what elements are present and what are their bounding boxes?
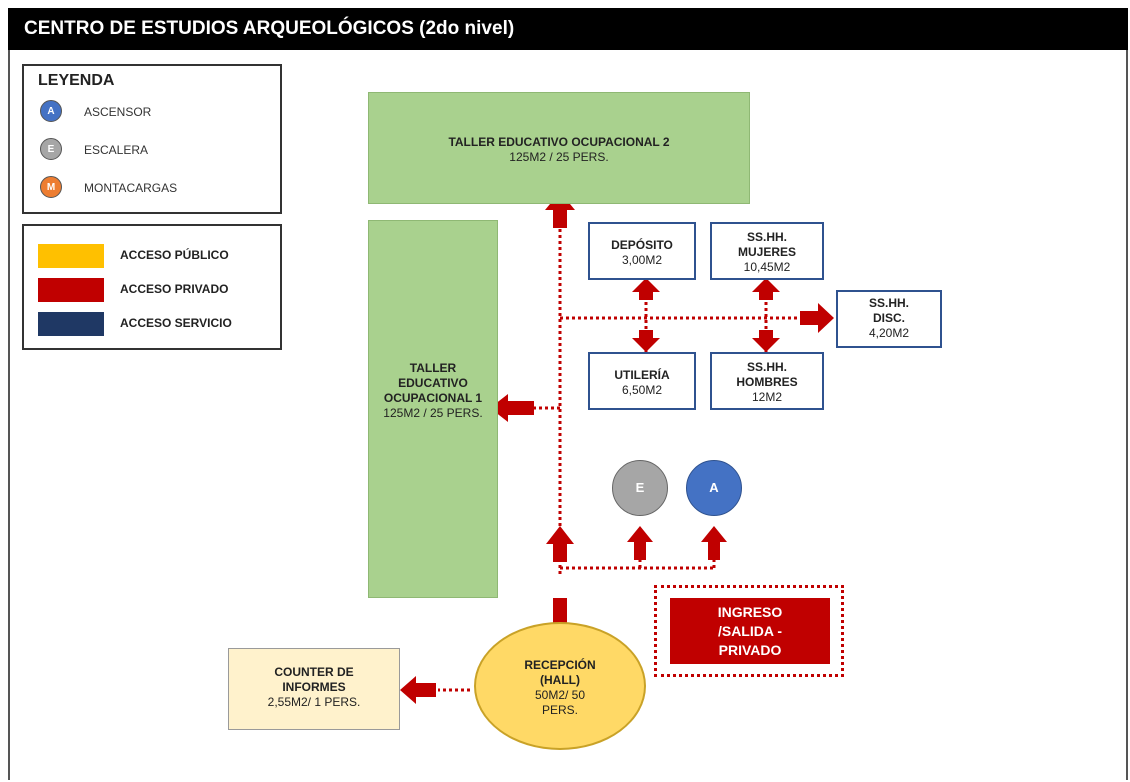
ingreso-salida-privado: INGRESO /SALIDA - PRIVADO: [670, 598, 830, 664]
elevator-node: A: [686, 460, 742, 516]
arrow-left-counter: [400, 676, 436, 704]
ingreso-frame: [654, 585, 844, 677]
room-taller-2: TALLER EDUCATIVO OCUPACIONAL 2 125M2 / 2…: [368, 92, 750, 204]
elevator-icon: A: [709, 480, 719, 495]
freight-elevator-icon: M: [40, 176, 62, 198]
stairs-icon: E: [40, 138, 62, 160]
canvas-frame: [8, 8, 1128, 780]
room-area: 10,45M2: [743, 260, 791, 274]
room-area: 50M2/ 50 PERS.: [534, 688, 586, 717]
stairs-node: E: [612, 460, 668, 516]
room-name: COUNTER DE INFORMES: [274, 665, 354, 694]
legend-label: ASCENSOR: [84, 105, 152, 119]
legend-access: ACCESO PÚBLICO ACCESO PRIVADO ACCESO SER…: [22, 224, 282, 350]
arrow-down-hombres: [752, 330, 780, 352]
room-ss-hombres: SS.HH. HOMBRES 12M2: [710, 352, 824, 410]
swatch-service-access: [38, 312, 104, 336]
arrow-up-mujeres: [752, 278, 780, 300]
swatch-public-access: [38, 244, 104, 268]
room-counter-informes: COUNTER DE INFORMES 2,55M2/ 1 PERS.: [228, 648, 400, 730]
ingreso-label: INGRESO /SALIDA - PRIVADO: [717, 604, 783, 658]
elevator-icon: A: [40, 100, 62, 122]
room-area: 6,50M2: [621, 383, 663, 397]
room-recepcion: RECEPCIÓN (HALL) 50M2/ 50 PERS.: [474, 622, 646, 750]
room-ss-disc: SS.HH. DISC. 4,20M2: [836, 290, 942, 348]
room-name: DEPÓSITO: [611, 238, 673, 252]
arrow-left-taller1: [490, 394, 534, 422]
room-area: 3,00M2: [621, 253, 663, 267]
room-deposito: DEPÓSITO 3,00M2: [588, 222, 696, 280]
room-name: SS.HH. MUJERES: [737, 230, 796, 259]
room-name: SS.HH. DISC.: [868, 296, 909, 325]
room-area: 125M2 / 25 PERS.: [509, 150, 609, 164]
arrow-up-deposito: [632, 278, 660, 300]
page-title: CENTRO DE ESTUDIOS ARQUEOLÓGICOS (2do ni…: [8, 8, 1128, 50]
legend-label: MONTACARGAS: [84, 181, 178, 195]
arrow-right-disc: [800, 303, 834, 333]
room-name: TALLER EDUCATIVO OCUPACIONAL 2: [448, 135, 670, 149]
stairs-icon: E: [635, 480, 645, 495]
room-area: 4,20M2: [868, 326, 910, 340]
arrow-up-elevator: [701, 526, 727, 560]
legend-symbols: LEYENDA A ASCENSOR E ESCALERA M MONTACAR…: [22, 64, 282, 214]
legend-label: ACCESO SERVICIO: [120, 316, 232, 330]
legend-label: ACCESO PÚBLICO: [120, 248, 229, 262]
legend-label: ESCALERA: [84, 143, 149, 157]
room-name: TALLER EDUCATIVO OCUPACIONAL 1: [383, 361, 483, 405]
arrow-up-stairs: [627, 526, 653, 560]
room-name: RECEPCIÓN (HALL): [524, 658, 596, 687]
room-area: 125M2 / 25 PERS.: [383, 406, 483, 420]
room-utileria: UTILERÍA 6,50M2: [588, 352, 696, 410]
swatch-private-access: [38, 278, 104, 302]
room-name: UTILERÍA: [614, 368, 670, 382]
room-ss-mujeres: SS.HH. MUJERES 10,45M2: [710, 222, 824, 280]
arrow-up-from-reception: [546, 526, 574, 562]
room-name: SS.HH. HOMBRES: [736, 360, 798, 389]
legend-label: ACCESO PRIVADO: [120, 282, 229, 296]
room-area: 12M2: [751, 390, 783, 404]
legend-title: LEYENDA: [38, 72, 115, 89]
arrow-down-utileria: [632, 330, 660, 352]
room-taller-1: TALLER EDUCATIVO OCUPACIONAL 1 125M2 / 2…: [368, 220, 498, 598]
room-area: 2,55M2/ 1 PERS.: [267, 695, 361, 709]
